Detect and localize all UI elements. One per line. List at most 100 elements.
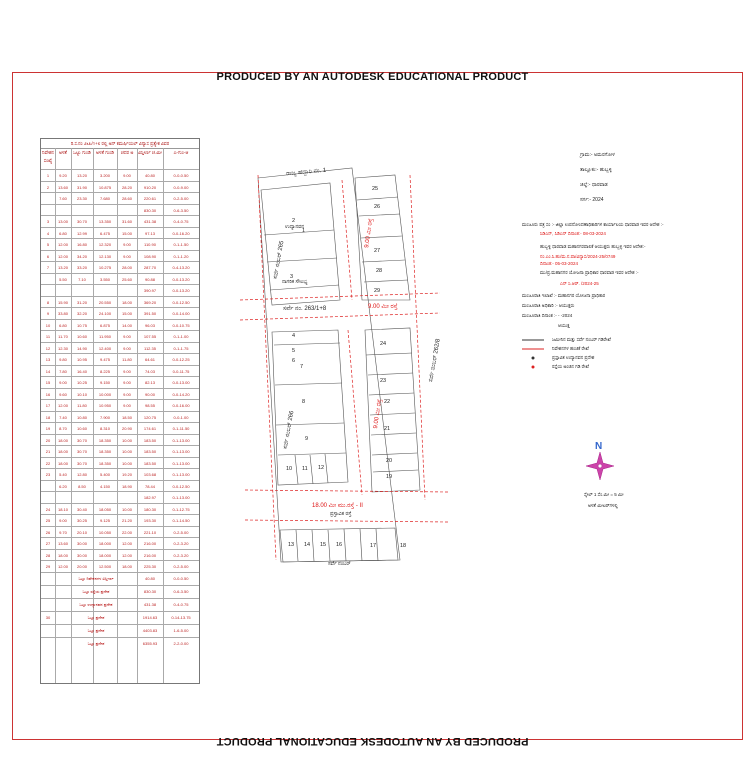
summary-cell: ಒಟ್ಟು ಪ್ರದೇಶ	[87, 627, 105, 633]
table-cell: 9.125	[99, 518, 110, 523]
table-cell: 0-0-10.75	[172, 322, 190, 328]
table-cell: 9.00	[123, 403, 131, 408]
table-cell: 7.60	[59, 196, 67, 201]
table-cell: 10.275	[98, 265, 112, 270]
table-cell: 0-1-13.00	[172, 449, 190, 454]
table-cell: 9.00	[123, 380, 131, 385]
plot-number: 24	[380, 341, 386, 347]
table-cell: 0-0-13.20	[172, 276, 190, 282]
table-cell: 7.900	[99, 414, 110, 420]
table-cell: 96.03	[144, 322, 155, 328]
summary-cell: 431.38	[143, 601, 157, 607]
table-cell: 30.70	[76, 460, 87, 466]
table-cell: 0-1-1.00	[173, 334, 189, 339]
table-cell: 9.00	[59, 380, 67, 385]
table-cell: 0-1-13.00	[172, 437, 190, 443]
table-cell: 18.00	[57, 460, 68, 466]
plot-number: 7	[300, 364, 303, 370]
year-text: ಸರ್ಗ:- 2024	[580, 197, 604, 203]
plot-number: 17	[370, 543, 376, 549]
table-cell: 23	[45, 472, 51, 477]
table-divider	[163, 148, 164, 683]
summary-cell: 0-4-0.75	[173, 601, 189, 607]
plot-number: 5	[292, 348, 295, 354]
table-cell: 97.13	[144, 230, 155, 236]
table-cell: 28.60	[121, 196, 132, 201]
plot-number: 9	[305, 436, 308, 442]
table-cell: 8.50	[78, 483, 86, 489]
table-cell: 4.150	[99, 483, 110, 489]
table-cell: 9.00	[123, 173, 131, 178]
plot-number: 28	[376, 268, 382, 274]
table-cell: 13	[45, 357, 51, 362]
table-column-header: ವಿಸ್ತೀರ್ಣ ಚ.ಮೀ	[138, 150, 162, 155]
plot-number: 19	[386, 474, 392, 480]
table-cell: 15.00	[121, 230, 132, 236]
table-cell: 9.00	[123, 368, 131, 374]
table-cell: 0-1-1.50	[173, 242, 189, 247]
table-cell: 10.25	[76, 380, 87, 385]
table-cell: 4	[46, 230, 50, 236]
table-cell: 9.475	[99, 357, 110, 362]
table-cell: 0-6-3.50	[173, 207, 189, 213]
table-cell: 18.000	[98, 541, 112, 546]
table-cell: 180.30	[143, 506, 157, 512]
table-cell: 9.80	[59, 357, 67, 362]
table-cell: 12.400	[98, 345, 112, 351]
table-cell: 10.95	[76, 357, 87, 362]
legend-plot-line: ನಿವೇಶನಗಳ ಹಂಚಿಕೆ ರೇಖೆ	[552, 346, 589, 351]
table-cell: 13.60	[57, 184, 68, 190]
summary-cell: ಒಟ್ಟು ನಿವೇಶನಗಳ ವಿಸ್ತೀರ್ಣ	[78, 575, 114, 581]
table-cell: 10.80	[76, 414, 87, 420]
table-cell: 10.10	[76, 391, 87, 397]
sanction-department: ಮಂಜೂರಾತಿ ಇಲಾಖೆ :- ಮಹಾನಗರ ಯೋಜನಾ ಪ್ರಾಧಿಕಾರ	[522, 293, 606, 298]
table-cell: 18.00	[121, 299, 132, 305]
table-cell: 12.99	[76, 230, 87, 236]
right-road-label: ಸರ್ವೆ ನಂಬರ್ 262/8	[428, 338, 442, 383]
table-cell: 23.30	[76, 196, 87, 201]
plot-2-name: ಉದ್ಯಾನವನ	[285, 224, 304, 231]
table-cell: 110.90	[144, 242, 156, 247]
table-divider	[71, 148, 72, 683]
sanction-officer: ಮಂಜೂರಾತಿ ಅಧಿಕಾರಿ :- ಆಯುಕ್ತರು	[522, 303, 575, 308]
table-cell: 174.61	[143, 426, 157, 431]
scale-unit-text: ಅಳತೆ ಮೀಟರ್‌ಗಳಲ್ಲಿ	[588, 503, 618, 508]
table-cell: 30.70	[76, 437, 87, 443]
plot-number: 22	[384, 399, 390, 405]
table-cell: 10.000	[98, 391, 112, 397]
table-cell: 120.75	[143, 414, 157, 420]
table-cell: 31.20	[76, 299, 87, 305]
table-cell: 369.20	[143, 299, 157, 305]
table-cell: 9.00	[59, 518, 67, 523]
table-cell: 90.00	[144, 391, 155, 397]
legend-boundary: ಜಮೀನಿನ ಮತ್ತು ಸರ್ವೆ ನಂಬರ್ ಗಡಿರೇಖೆ	[552, 337, 611, 342]
district-text: ಜಿಲ್ಲೆ:- ಧಾರವಾಡ	[580, 182, 608, 188]
table-cell: 30.70	[76, 219, 87, 224]
table-cell: 220.61	[143, 196, 157, 201]
table-cell: 7	[46, 265, 50, 270]
table-cell: 12.130	[98, 253, 112, 259]
table-cell: 12.30	[57, 345, 68, 351]
table-cell: 22.00	[121, 529, 132, 535]
table-cell: 19.20	[121, 472, 132, 477]
summary-cell: 40.80	[144, 575, 155, 581]
road-9m-label-c: 9.00 ಮೀ ರಸ್ತೆ	[373, 399, 383, 429]
table-divider	[93, 148, 94, 683]
sanction-signature: ಆಯುಕ್ತ	[558, 323, 570, 328]
table-cell: 18.00	[57, 449, 68, 454]
table-cell: 183.50	[143, 449, 157, 454]
table-cell: 14.00	[121, 322, 132, 328]
summary-cell: 4403.83	[142, 627, 158, 633]
table-cell: 0-1-13.00	[172, 472, 190, 477]
table-cell: 12.80	[76, 472, 87, 477]
